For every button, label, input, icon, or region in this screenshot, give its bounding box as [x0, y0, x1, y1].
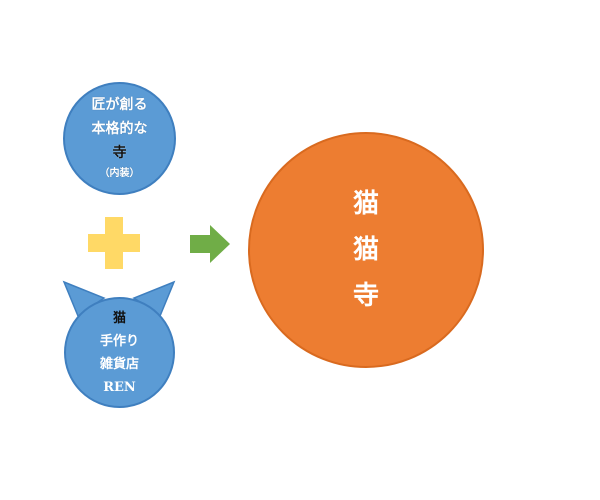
temple-line-3: 寺 — [112, 144, 127, 161]
cat-shop-circle: 猫 手作り 雑貨店 REN — [64, 297, 175, 408]
cat-shop-line-1: 猫 — [112, 310, 126, 326]
cat-shop-shape: 猫 手作り 雑貨店 REN — [60, 272, 178, 412]
right-arrow-icon — [190, 225, 230, 263]
cat-shop-line-4: REN — [103, 379, 136, 395]
cat-shop-line-2: 手作り — [99, 333, 139, 349]
temple-line-2: 本格的な — [91, 120, 148, 137]
cat-temple-circle: 猫 猫 寺 — [248, 132, 484, 368]
cat-shop-line-3: 雑貨店 — [99, 356, 139, 372]
plus-icon — [88, 217, 140, 269]
cat-temple-line-2: 猫 — [352, 235, 379, 265]
cat-temple-line-3: 寺 — [352, 281, 379, 311]
arrow-shape — [190, 225, 230, 263]
temple-interior-circle: 匠が創る 本格的な 寺 （内装） — [63, 82, 176, 195]
cat-temple-line-1: 猫 — [352, 189, 379, 219]
plus-vertical-bar — [105, 217, 123, 269]
temple-line-1: 匠が創る — [91, 96, 148, 113]
temple-line-4: （内装） — [99, 167, 140, 179]
